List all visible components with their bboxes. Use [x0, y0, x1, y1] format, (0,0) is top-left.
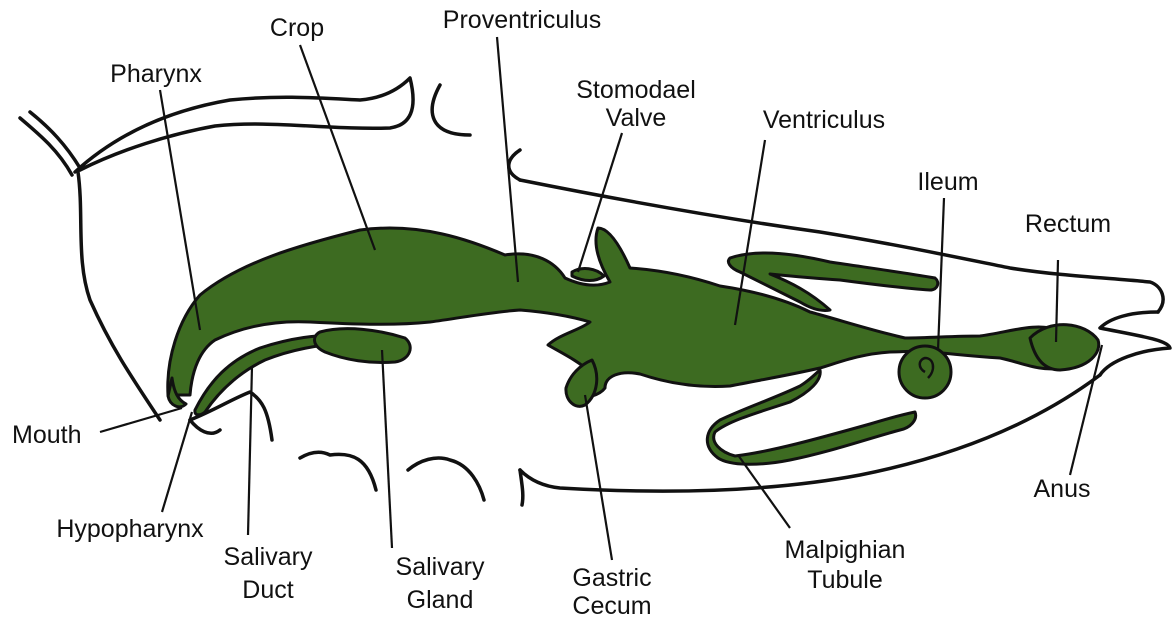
leader-ileum [938, 198, 944, 350]
label-proventriculus: Proventriculus [443, 6, 601, 34]
leader-mouth [100, 408, 182, 432]
leader-malpighian-tubule [738, 455, 790, 528]
leader-hypopharynx [162, 412, 192, 512]
leader-pharynx [160, 90, 200, 330]
label-malpighian-tubule-line2: Tubule [807, 566, 883, 594]
label-stomodael-valve-line1: Stomodael [576, 76, 696, 104]
label-mouth: Mouth [12, 421, 81, 449]
label-salivary-gland-line2: Gland [407, 586, 474, 614]
label-pharynx: Pharynx [110, 60, 202, 88]
label-salivary-duct-line1: Salivary [224, 543, 313, 571]
leader-gastric-cecum [585, 395, 612, 560]
label-ileum: Ileum [917, 168, 978, 196]
leader-crop [300, 45, 375, 250]
label-salivary-duct-line2: Duct [242, 576, 293, 604]
leader-salivary-gland [382, 350, 392, 548]
label-ventriculus: Ventriculus [763, 106, 885, 134]
label-rectum: Rectum [1025, 210, 1111, 238]
label-salivary-gland-line1: Salivary [396, 553, 485, 581]
label-gastric-cecum-line2: Cecum [572, 592, 651, 620]
label-anus: Anus [1034, 475, 1091, 503]
label-gastric-cecum-line1: Gastric [572, 564, 651, 592]
label-stomodael-valve-line2: Valve [606, 104, 667, 132]
label-hypopharynx: Hypopharynx [56, 515, 204, 543]
label-crop: Crop [270, 14, 324, 42]
leader-proventriculus [497, 37, 518, 282]
label-malpighian-tubule-line1: Malpighian [785, 536, 906, 564]
digestive-tract [168, 228, 1099, 464]
